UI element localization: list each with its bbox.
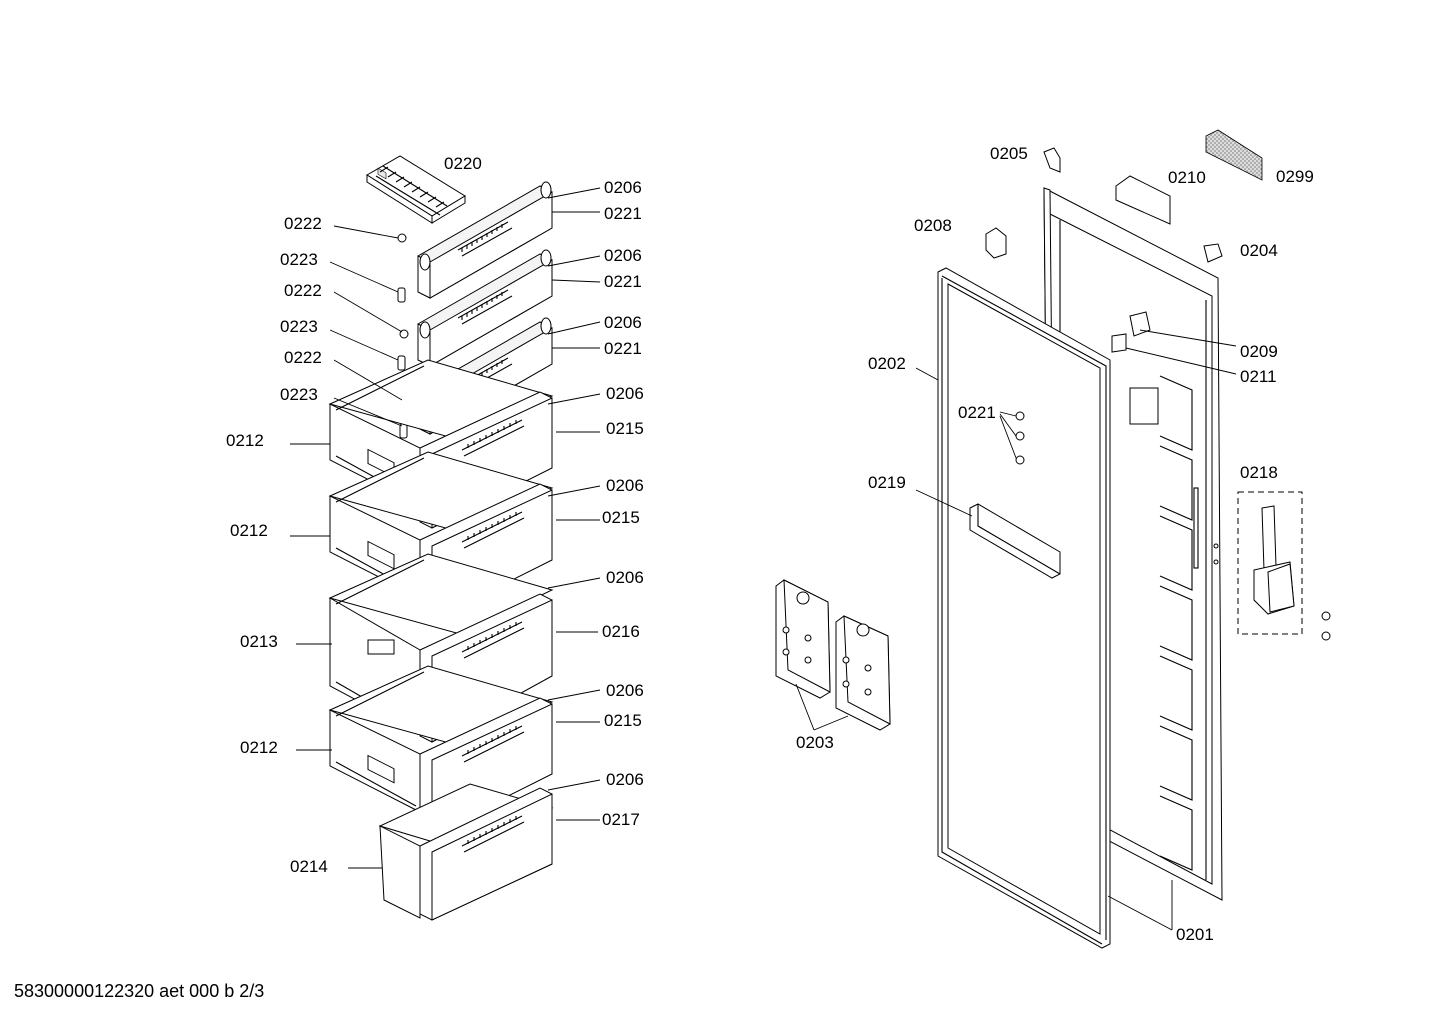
label-0206-c: 0206	[604, 313, 642, 332]
label-0206-g: 0206	[606, 681, 644, 700]
label-0206-h: 0206	[606, 770, 644, 789]
screws-0221	[999, 411, 1025, 465]
label-0222-c: 0222	[284, 348, 322, 367]
label-0222-b: 0222	[284, 281, 322, 300]
label-0221-r: 0221	[958, 403, 996, 422]
ice-tray-0220	[366, 155, 466, 224]
cold-packs-0203	[775, 579, 891, 731]
label-0214: 0214	[290, 857, 328, 876]
label-0221-c: 0221	[604, 339, 642, 358]
label-0219: 0219	[868, 473, 906, 492]
label-0221-b: 0221	[604, 272, 642, 291]
label-0299: 0299	[1276, 167, 1314, 186]
label-0212-a: 0212	[226, 431, 264, 450]
label-0218: 0218	[1240, 463, 1278, 482]
label-0202: 0202	[868, 354, 906, 373]
hinge-assembly-0218	[1237, 491, 1331, 641]
label-0206-e: 0206	[606, 476, 644, 495]
label-0204: 0204	[1240, 241, 1278, 260]
label-0201: 0201	[1176, 925, 1214, 944]
label-0212-c: 0212	[240, 738, 278, 757]
label-0206-f: 0206	[606, 568, 644, 587]
door-shelves	[417, 181, 553, 435]
small-parts-top	[985, 129, 1263, 353]
label-0208: 0208	[914, 216, 952, 235]
left-leader-lines	[290, 187, 601, 869]
label-0216: 0216	[602, 622, 640, 641]
label-0223-c: 0223	[280, 385, 318, 404]
label-0217: 0217	[602, 810, 640, 829]
label-0209: 0209	[1240, 342, 1278, 361]
label-0210: 0210	[1168, 168, 1206, 187]
label-0213: 0213	[240, 632, 278, 651]
label-0205: 0205	[990, 144, 1028, 163]
label-0221-a: 0221	[604, 204, 642, 223]
label-0215-c: 0215	[604, 711, 642, 730]
freezer-drawers	[328, 359, 554, 921]
label-0211: 0211	[1240, 367, 1277, 386]
label-0206-d: 0206	[606, 384, 644, 403]
label-0215-b: 0215	[602, 508, 640, 527]
label-0222-a: 0222	[284, 214, 322, 233]
label-0212-b: 0212	[230, 521, 268, 540]
label-0206-b: 0206	[604, 246, 642, 265]
handle-0219	[969, 503, 1061, 579]
label-0203: 0203	[796, 733, 834, 752]
label-0206-a: 0206	[604, 178, 642, 197]
label-0215-a: 0215	[606, 419, 644, 438]
drawing-reference-number: 58300000122320 aet 000 b 2/3	[14, 981, 265, 1001]
label-0223-a: 0223	[280, 250, 318, 269]
right-leader-lines	[915, 329, 1237, 931]
label-0220: 0220	[444, 154, 482, 173]
label-0223-b: 0223	[280, 317, 318, 336]
door-gasket-0202	[937, 267, 1111, 949]
